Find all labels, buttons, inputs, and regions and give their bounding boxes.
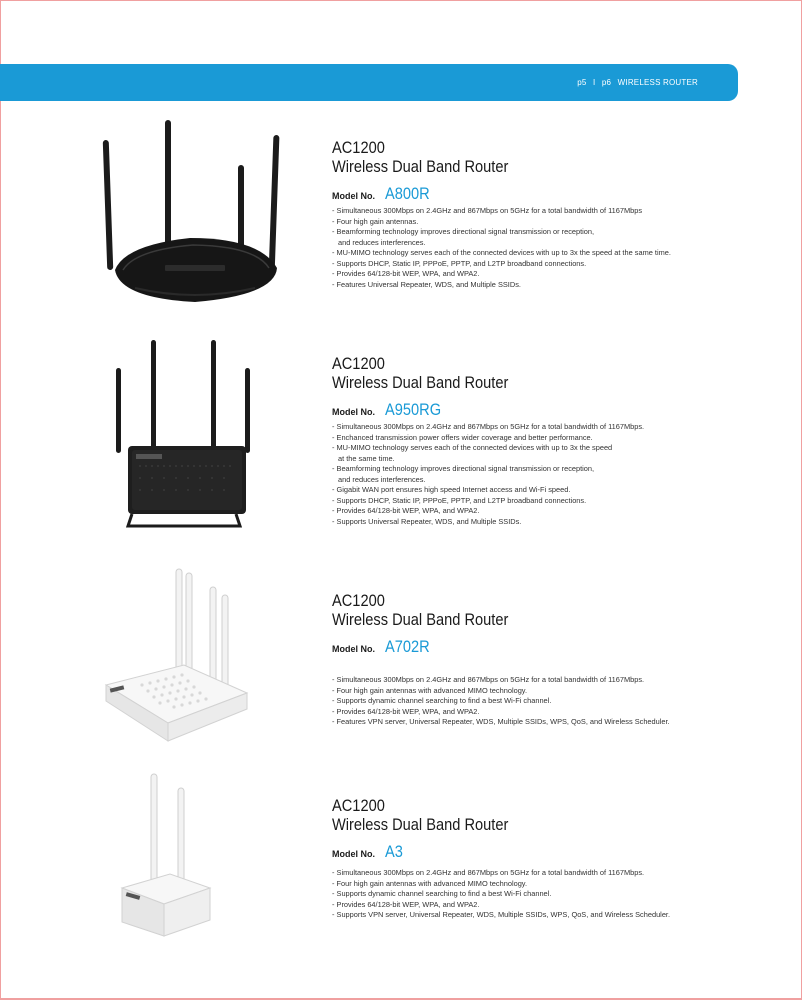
feature-item: - Supports DHCP, Static IP, PPPoE, PPTP,… [332,258,587,268]
router-white-image-icon [104,568,249,742]
feature-item: - Supports dynamic channel searching to … [332,889,552,898]
router-black-image-icon [102,120,280,302]
section-title: WIRELESS ROUTER [617,78,698,87]
router-a950rg-image [110,338,270,533]
model-label: Model No. [332,191,375,201]
feature-item: - Provides 64/128-bit WEP, WPA, and WPA2… [332,506,480,515]
model-label: Model No. [332,407,375,417]
feature-item: - Supports DHCP, Static IP, PPPoE, PPTP,… [332,495,587,505]
page-number-left: p5 [577,78,587,87]
model-number: A3 [385,842,404,861]
feature-item: - Features Universal Repeater, WDS, and … [332,279,521,289]
feature-item: - Enchanced transmission power offers wi… [332,432,593,442]
router-a800r-image [95,120,295,320]
router-a702r-image [102,565,262,750]
feature-item: - Beamforming technology improves direct… [332,227,595,236]
product-title: AC1200 [332,138,385,157]
feature-item: at the same time. [338,453,395,463]
model-row: Model No. A950RG [332,400,772,419]
model-label: Model No. [332,849,375,859]
feature-list: - Simultaneous 300Mbps on 2.4GHz and 867… [332,422,772,527]
router-white-small-image-icon [120,773,212,937]
feature-item: - MU-MIMO technology serves each of the … [332,248,671,257]
feature-item: - Provides 64/128-bit WEP, WPA, and WPA2… [332,899,480,909]
product-info: AC1200 Wireless Dual Band Router Model N… [332,138,772,290]
feature-item: - Four high gain antennas with advanced … [332,685,528,695]
router-a3-image [118,770,218,940]
header-bar: p5 I p6 WIRELESS ROUTER [0,64,738,101]
model-number: A950RG [385,400,442,419]
model-label: Model No. [332,644,375,654]
feature-item: - Simultaneous 300Mbps on 2.4GHz and 867… [332,206,643,215]
product-title: AC1200 [332,354,385,373]
model-number: A800R [385,184,431,203]
product-subtitle: Wireless Dual Band Router [332,157,509,176]
router-black-vertical-image-icon [116,340,250,528]
feature-item: - Features VPN server, Universal Repeate… [332,717,670,726]
feature-item: - Provides 64/128-bit WEP, WPA, and WPA2… [332,269,480,278]
feature-item: - Provides 64/128-bit WEP, WPA, and WPA2… [332,706,480,716]
product-info: AC1200 Wireless Dual Band Router Model N… [332,354,772,527]
feature-item: and reduces interferences. [338,474,426,484]
feature-item: - Supports Universal Repeater, WDS, and … [332,516,522,526]
product-subtitle: Wireless Dual Band Router [332,815,509,834]
feature-list: - Simultaneous 300Mbps on 2.4GHz and 867… [332,206,772,290]
feature-item: - Simultaneous 300Mbps on 2.4GHz and 867… [332,868,645,877]
product-info: AC1200 Wireless Dual Band Router Model N… [332,591,772,728]
model-row: Model No. A702R [332,637,772,656]
feature-item: - Simultaneous 300Mbps on 2.4GHz and 867… [332,422,645,431]
product-info: AC1200 Wireless Dual Band Router Model N… [332,796,772,921]
feature-item: - Supports VPN server, Universal Repeate… [332,910,671,919]
feature-list: - Simultaneous 300Mbps on 2.4GHz and 867… [332,675,772,728]
feature-item: - Four high gain antennas. [332,216,419,226]
feature-item: - Gigabit WAN port ensures high speed In… [332,485,571,494]
page-number-right: p6 [601,78,612,87]
product-title: AC1200 [332,796,385,815]
feature-item: - Beamforming technology improves direct… [332,464,595,473]
model-number: A702R [385,637,431,656]
feature-item: - Simultaneous 300Mbps on 2.4GHz and 867… [332,675,645,684]
model-row: Model No. A800R [332,184,772,203]
page-separator: I [593,78,596,87]
feature-item: and reduces interferences. [338,237,426,247]
feature-item: - Supports dynamic channel searching to … [332,696,552,705]
model-row: Model No. A3 [332,842,772,861]
header-breadcrumb: p5 I p6 WIRELESS ROUTER [577,78,698,87]
product-subtitle: Wireless Dual Band Router [332,373,509,392]
product-subtitle: Wireless Dual Band Router [332,610,509,629]
product-title: AC1200 [332,591,385,610]
feature-item: - Four high gain antennas with advanced … [332,878,528,888]
feature-item: - MU-MIMO technology serves each of the … [332,443,613,452]
feature-list: - Simultaneous 300Mbps on 2.4GHz and 867… [332,868,772,921]
